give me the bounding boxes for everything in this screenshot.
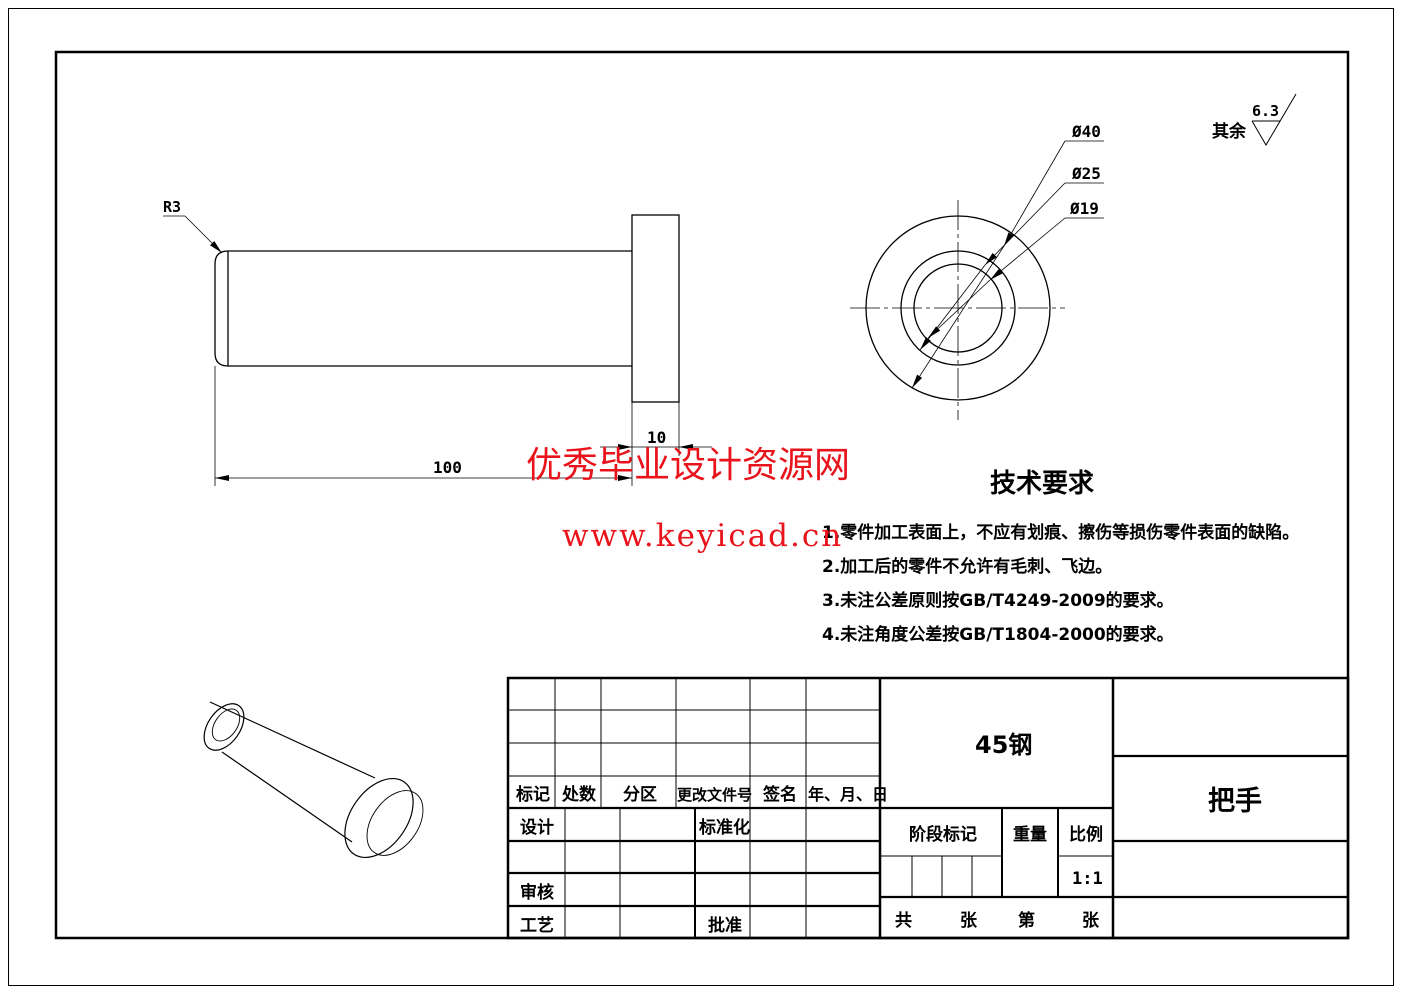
tech-requirement-item: 1.零件加工表面上，不应有划痕、擦伤等损伤零件表面的缺陷。 <box>822 522 1299 543</box>
end-view <box>850 140 1104 420</box>
label-sheets-total: 共 <box>895 911 912 931</box>
watermark-title: 优秀毕业设计资源网 <box>526 445 850 486</box>
roughness-label: 其余 <box>1212 121 1247 142</box>
title-block-grid <box>506 676 1350 940</box>
length-dim: 100 <box>433 458 462 477</box>
outer-border <box>8 8 1394 986</box>
scale-value: 1:1 <box>1072 869 1103 889</box>
dia-inner-dim: Ø19 <box>1069 199 1099 218</box>
label-design: 设计 <box>520 817 554 838</box>
header-change-doc: 更改文件号 <box>677 786 752 804</box>
label-sheet-no: 第 <box>1018 910 1035 931</box>
tech-requirements-title: 技术要求 <box>990 469 1094 499</box>
label-sheet-unit-2: 张 <box>1082 911 1100 931</box>
label-review: 审核 <box>520 882 554 903</box>
part-name: 把手 <box>1208 786 1262 817</box>
watermark-url: www.keyicad.cn <box>562 518 843 554</box>
label-stage-mark: 阶段标记 <box>909 824 977 845</box>
label-process: 工艺 <box>520 915 554 936</box>
label-approve: 批准 <box>708 915 742 936</box>
dia-mid-dim: Ø25 <box>1071 164 1101 183</box>
label-scale: 比例 <box>1069 824 1103 845</box>
radius-dim: R3 <box>163 198 181 216</box>
header-mark: 标记 <box>516 784 550 805</box>
label-standardization: 标准化 <box>699 817 750 838</box>
roughness-value: 6.3 <box>1252 102 1279 120</box>
header-count: 处数 <box>561 784 597 805</box>
label-weight: 重量 <box>1013 824 1047 845</box>
label-sheet-unit-1: 张 <box>960 911 978 931</box>
tech-requirement-item: 3.未注公差原则按GB/T4249-2009的要求。 <box>822 590 1174 611</box>
header-zone: 分区 <box>623 785 657 805</box>
isometric-view <box>203 701 424 859</box>
dia-outer-dim: Ø40 <box>1071 122 1101 141</box>
tech-requirement-item: 2.加工后的零件不允许有毛刺、飞边。 <box>822 556 1112 577</box>
material: 45钢 <box>975 731 1032 759</box>
header-date: 年、月、日 <box>808 785 888 804</box>
flange-thickness-dim: 10 <box>647 428 666 447</box>
header-signature: 签名 <box>762 784 797 805</box>
side-view <box>163 214 712 486</box>
tech-requirement-item: 4.未注角度公差按GB/T1804-2000的要求。 <box>822 624 1174 645</box>
roughness-symbol-icon <box>1251 93 1297 146</box>
inner-frame <box>54 50 1350 940</box>
